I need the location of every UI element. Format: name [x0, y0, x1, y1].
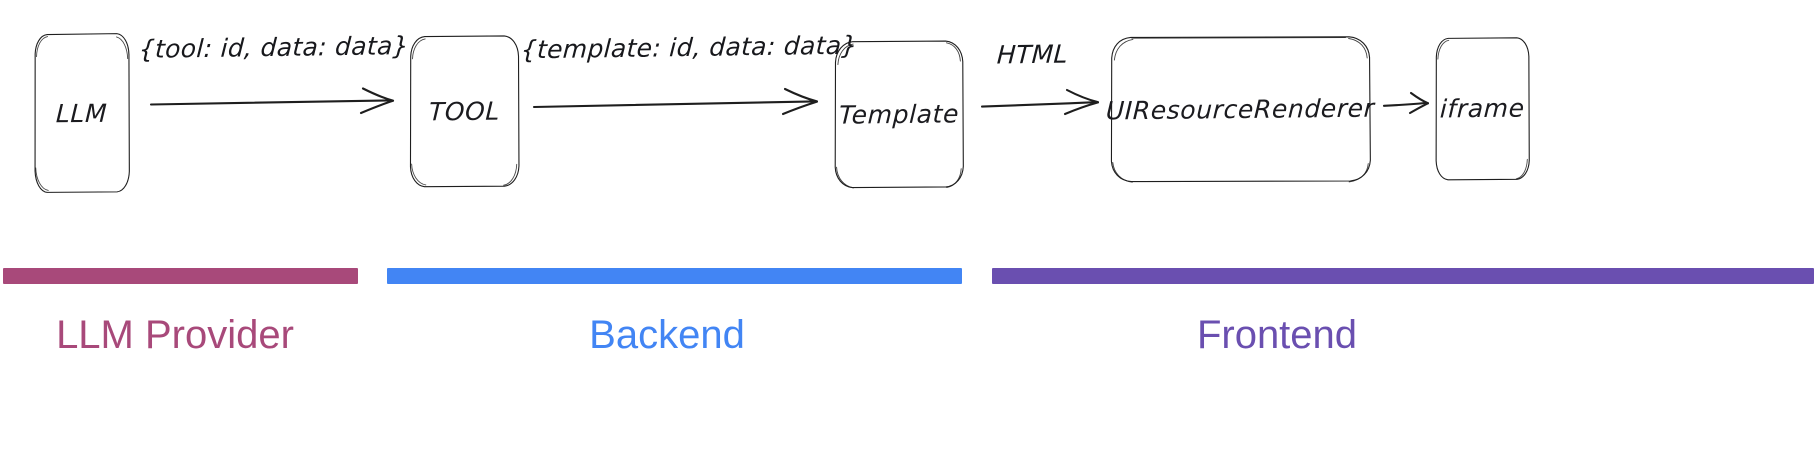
node-iframe-shape [1434, 35, 1531, 182]
zone-label-backend: Backend [589, 313, 745, 357]
edge-label-tool-to-template: {template: id, data: data} [520, 30, 859, 65]
arrow-llm-to-tool [149, 86, 400, 122]
zone-label-llm-provider: LLM Provider [56, 313, 294, 357]
node-uiresourcerenderer-label: UIResourceRenderer [1105, 93, 1376, 125]
zone-bar-frontend [992, 268, 1814, 284]
edge-label-template-to-renderer: HTML [996, 39, 1069, 70]
node-iframe[interactable]: iframe [1434, 35, 1531, 182]
node-llm[interactable]: LLM [33, 31, 131, 195]
zone-bar-backend [387, 268, 962, 284]
node-tool-shape [408, 33, 521, 189]
node-llm-shape [33, 31, 131, 195]
node-llm-label: LLM [55, 98, 109, 128]
arrow-tool-to-template [532, 86, 823, 122]
node-template[interactable]: Template [832, 38, 966, 190]
zone-label-frontend: Frontend [1196, 313, 1358, 357]
node-iframe-label: iframe [1439, 93, 1526, 124]
arrow-renderer-to-iframe [1382, 90, 1431, 120]
edge-label-llm-to-tool: {tool: id, data: data} [138, 31, 410, 64]
node-template-label: Template [838, 98, 960, 130]
node-tool-label: TOOL [428, 96, 501, 126]
zone-bar-llm-provider [3, 268, 358, 284]
node-uiresourcerenderer[interactable]: UIResourceRenderer [1105, 34, 1376, 184]
node-tool[interactable]: TOOL [408, 33, 521, 189]
node-uiresourcerenderer-shape [1108, 34, 1373, 184]
arrow-template-to-renderer [980, 86, 1103, 122]
node-template-shape [832, 38, 966, 190]
